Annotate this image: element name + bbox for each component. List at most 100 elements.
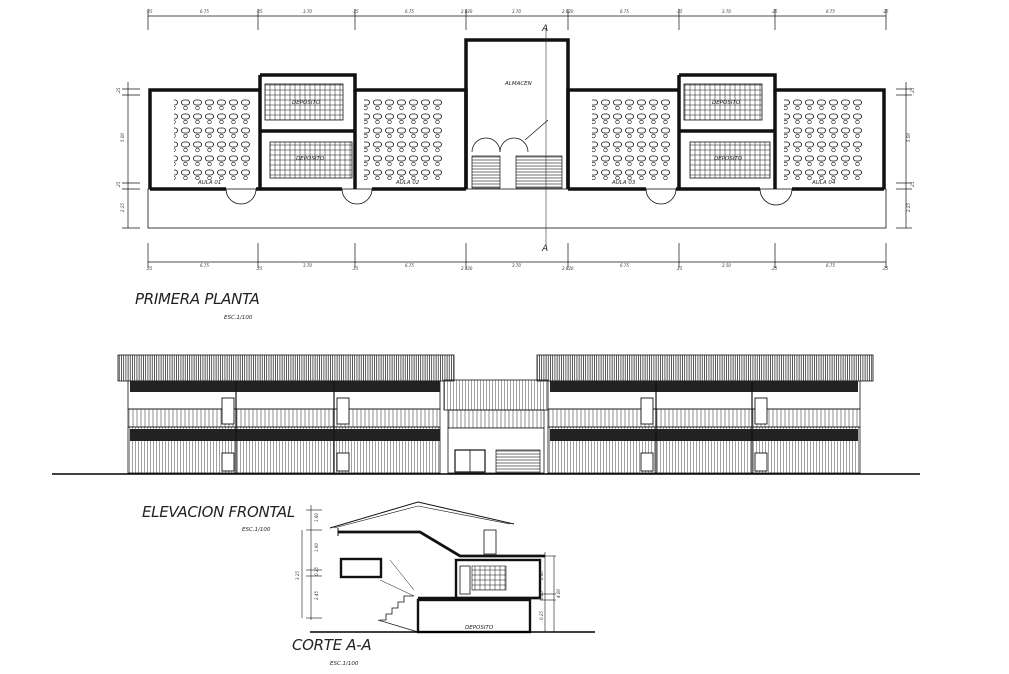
center-roof xyxy=(443,379,549,411)
front-elevation: ELEVACION FRONTAL ESC.1/100 xyxy=(52,354,920,533)
center-railing xyxy=(447,409,545,429)
dim-top: 3.70 xyxy=(512,9,521,14)
dim-section-right: 2.40 xyxy=(539,571,544,580)
room-label-deposito: DEPOSITO xyxy=(714,156,743,162)
dim-section-left: 3.25 xyxy=(295,571,300,580)
section-mark-top: A xyxy=(541,24,548,34)
dim-bottom: .25 xyxy=(256,266,263,271)
dim-top: -25 xyxy=(771,9,778,14)
dim-bottom: .25 xyxy=(352,266,359,271)
shelving-grid xyxy=(264,83,344,121)
bottom-dimension-labels: .25 6.75 .25 3.70 .25 6.75 2.820 3.70 2.… xyxy=(146,263,889,271)
dim-bottom: 6.75 xyxy=(826,263,835,268)
dim-bottom: 2.820 xyxy=(562,266,574,271)
side-dimension-lines xyxy=(122,82,912,229)
dim-bottom: 6.75 xyxy=(620,263,629,268)
dim-top: 3.70 xyxy=(303,9,312,14)
window-band xyxy=(550,429,858,441)
column-dividers xyxy=(235,381,753,473)
roof-right xyxy=(536,354,874,382)
dim-section-right: 4.00 xyxy=(556,589,561,598)
dim-right: .25 xyxy=(910,181,915,188)
dim-top: -25 xyxy=(256,9,263,14)
dim-bottom: 6.75 xyxy=(405,263,414,268)
doors xyxy=(221,397,768,472)
dim-bottom: .25 xyxy=(146,266,153,271)
top-dimension-line xyxy=(147,9,887,30)
bottom-dimension-line xyxy=(147,243,887,268)
dim-right: .25 xyxy=(910,87,915,94)
dim-section-left: 1.90 xyxy=(314,543,319,552)
section-a-a: DEPOSITO 1.60 1.90 3.25 0.25 2.45 2.40 0… xyxy=(292,501,595,667)
balcony xyxy=(339,557,383,579)
side-dimension-labels: .25 5.00 .25 2.25 .25 5.00 .25 2.25 xyxy=(116,87,915,212)
dim-bottom: 3.50 xyxy=(722,263,731,268)
dim-section-left: 0.25 xyxy=(314,567,319,576)
section-title: CORTE A-A xyxy=(292,636,371,654)
section-mark-bottom: A xyxy=(541,244,548,254)
door-swings xyxy=(225,137,793,206)
corridor xyxy=(147,188,887,229)
dim-top: -25 xyxy=(676,9,683,14)
desk-grid xyxy=(174,96,252,180)
dim-top: 6.75 xyxy=(620,9,629,14)
room-label-deposito: DEPOSITO xyxy=(296,156,325,162)
section-dimension-lines xyxy=(301,505,556,633)
dim-top: 3.70 xyxy=(722,9,731,14)
elevation-scale: ESC.1/100 xyxy=(242,527,271,533)
window-band xyxy=(550,381,858,392)
window-band xyxy=(130,429,440,441)
dim-section-right: 0.25 xyxy=(539,611,544,620)
shelving-grid xyxy=(689,141,771,179)
window-band xyxy=(130,381,440,392)
elevation-title: ELEVACION FRONTAL xyxy=(142,503,295,521)
stair-break-line xyxy=(524,119,549,141)
dim-top: 2.820 xyxy=(562,9,574,14)
dim-bottom: 3.70 xyxy=(303,263,312,268)
railing xyxy=(127,408,441,428)
room-label-deposito: DEPOSITO xyxy=(712,100,741,106)
dim-top: 2.820 xyxy=(461,9,473,14)
desk-grid xyxy=(784,96,862,180)
dim-top: -25 xyxy=(352,9,359,14)
plan-scale: ESC.1/100 xyxy=(224,315,253,321)
dim-bottom: 2.820 xyxy=(461,266,473,271)
dim-top: 6.75 xyxy=(200,9,209,14)
dim-bottom: .25 xyxy=(676,266,683,271)
plan-title: PRIMERA PLANTA xyxy=(135,290,260,308)
dim-top: -25 xyxy=(146,9,153,14)
stair-flight xyxy=(515,155,563,189)
dim-top: 6.75 xyxy=(826,9,835,14)
dim-top: 6.75 xyxy=(405,9,414,14)
dim-bottom: 6.75 xyxy=(200,263,209,268)
dim-section-left: 1.60 xyxy=(314,513,319,522)
railing xyxy=(547,408,861,428)
dim-bottom: .25 xyxy=(882,266,889,271)
dim-right: 2.25 xyxy=(906,203,911,212)
dim-right: 5.00 xyxy=(906,133,911,142)
entrance-stairs xyxy=(495,449,541,474)
dim-section-right: 0.25 xyxy=(539,591,544,600)
stair-flight xyxy=(471,155,501,189)
floor-plan: -25 6.75 -25 3.70 -25 6.75 2.820 3.70 2.… xyxy=(116,9,915,321)
room-label-deposito: DEPOSITO xyxy=(292,100,321,106)
dim-left: 5.00 xyxy=(120,133,125,142)
dim-left: .25 xyxy=(116,181,121,188)
room-label-aula-03: AULA 03 xyxy=(611,180,636,186)
roof-left xyxy=(117,354,455,382)
section-stairs xyxy=(380,595,414,621)
dim-left: 2.25 xyxy=(120,203,125,212)
section-scale: ESC.1/100 xyxy=(330,661,359,667)
room-label-deposito: DEPOSITO xyxy=(465,625,494,631)
desk-grid xyxy=(592,96,670,180)
room-label-aula-01: AULA 01 xyxy=(197,180,221,186)
room-label-aula-02: AULA 02 xyxy=(395,180,420,186)
dim-top: -25 xyxy=(882,9,889,14)
room-label-aula-04: AULA 04 xyxy=(811,180,836,186)
shelving-grid xyxy=(683,83,763,121)
dim-bottom: 3.70 xyxy=(512,263,521,268)
section-slab xyxy=(338,530,545,558)
room-label-almacen: ALMACEN xyxy=(504,81,532,87)
dim-bottom: .25 xyxy=(771,266,778,271)
